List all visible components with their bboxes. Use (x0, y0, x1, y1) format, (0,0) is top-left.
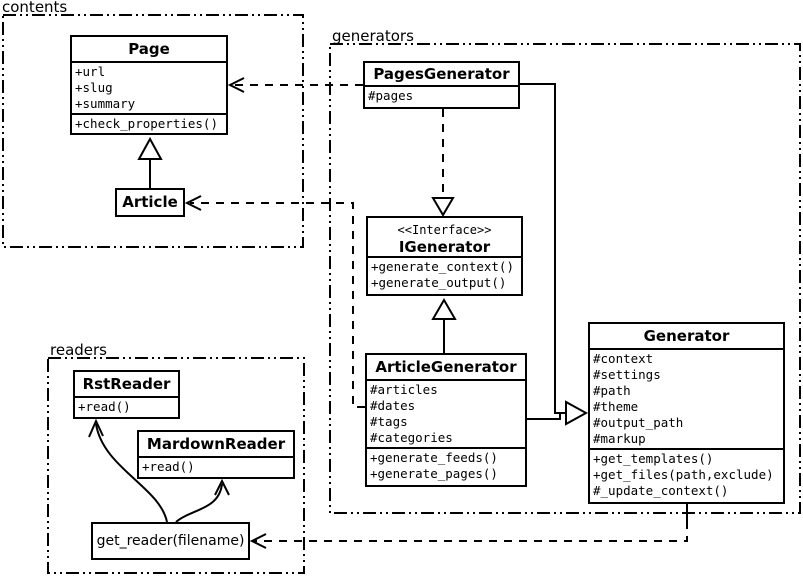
attributes-section: #pages (365, 85, 518, 107)
class-title: PagesGenerator (373, 65, 510, 83)
method: #_update_context() (593, 483, 729, 498)
class-title: IGenerator (398, 238, 491, 256)
getreader-mardownreader-arrow (175, 483, 223, 523)
open-arrowhead-icon (88, 418, 104, 438)
attributes-section: #articles #dates #tags #categories (367, 379, 525, 447)
class-title: MardownReader (146, 435, 286, 453)
method: +read() (142, 459, 195, 474)
class-igenerator: <<Interface>> IGenerator +generate_conte… (366, 216, 523, 296)
class-title: Article (122, 193, 178, 211)
attributes-section: +url +slug +summary (72, 61, 226, 113)
open-arrowhead-icon (249, 533, 267, 549)
class-page: Page +url +slug +summary +check_properti… (70, 35, 228, 135)
class-pagesgenerator: PagesGenerator #pages (363, 61, 520, 109)
readers-package-border (47, 357, 305, 574)
methods-section: +generate_context() +generate_output() (368, 256, 521, 294)
method: +generate_output() (371, 275, 507, 290)
class-articlegenerator: ArticleGenerator #articles #dates #tags … (365, 353, 527, 487)
inheritance-triangle-icon (565, 400, 589, 426)
class-mardownreader: MardownReader +read() (137, 430, 295, 479)
articlegenerator-generator-line (527, 413, 561, 420)
class-title: Page (128, 40, 170, 58)
attribute: +slug (75, 80, 113, 95)
method: +generate_pages() (370, 466, 498, 481)
method: +generate_context() (371, 259, 514, 274)
method: +get_files(path,exclude) (593, 467, 774, 482)
getreader-rstreader-arrow (95, 423, 168, 523)
get-reader-box: get_reader(filename) (91, 522, 250, 560)
generator-getreader-dependency (254, 521, 688, 542)
inheritance-triangle-icon (431, 298, 457, 320)
open-arrowhead-icon (214, 478, 230, 496)
attribute: +url (75, 64, 106, 79)
attribute: +summary (75, 96, 136, 111)
attribute: #settings (593, 367, 661, 382)
class-generator: Generator #context #settings #path #them… (588, 322, 785, 504)
contents-package-border (2, 14, 304, 248)
class-title: Generator (643, 327, 730, 345)
attribute: #path (593, 383, 631, 398)
class-rstreader: RstReader +read() (73, 370, 180, 419)
method: +check_properties() (75, 116, 218, 131)
method: +read() (78, 399, 131, 414)
class-title: RstReader (82, 375, 171, 393)
package-label-contents: contents (2, 0, 68, 16)
methods-section: +read() (75, 396, 178, 417)
attribute: #tags (370, 414, 408, 429)
articlegenerator-article-dependency (190, 202, 365, 408)
attribute: #output_path (593, 415, 684, 430)
attribute: #categories (370, 430, 453, 445)
attribute: #pages (368, 88, 414, 103)
realization-triangle-icon (431, 197, 455, 217)
package-label-readers: readers (50, 341, 107, 359)
attribute: #markup (593, 431, 646, 446)
generators-package-border (329, 43, 801, 514)
class-article: Article (115, 188, 185, 217)
inheritance-triangle-icon (137, 136, 163, 160)
class-title: ArticleGenerator (375, 358, 517, 376)
stereotype: <<Interface>> (397, 223, 492, 237)
get-reader-label: get_reader(filename) (96, 533, 245, 549)
class-header: <<Interface>> IGenerator (368, 218, 521, 256)
methods-section: +get_templates() +get_files(path,exclude… (590, 448, 783, 502)
attributes-section: #context #settings #path #theme #output_… (590, 348, 783, 448)
methods-section: +check_properties() (72, 113, 226, 133)
method: +get_templates() (593, 451, 714, 466)
open-arrowhead-icon (227, 77, 245, 93)
attribute: #context (593, 351, 654, 366)
open-arrowhead-icon (184, 195, 202, 211)
attribute: #theme (593, 399, 639, 414)
package-label-generators: generators (332, 27, 414, 45)
attribute: #dates (370, 398, 416, 413)
methods-section: +generate_feeds() +generate_pages() (367, 447, 525, 485)
attribute: #articles (370, 382, 438, 397)
method: +generate_feeds() (370, 450, 498, 465)
methods-section: +read() (139, 456, 293, 477)
